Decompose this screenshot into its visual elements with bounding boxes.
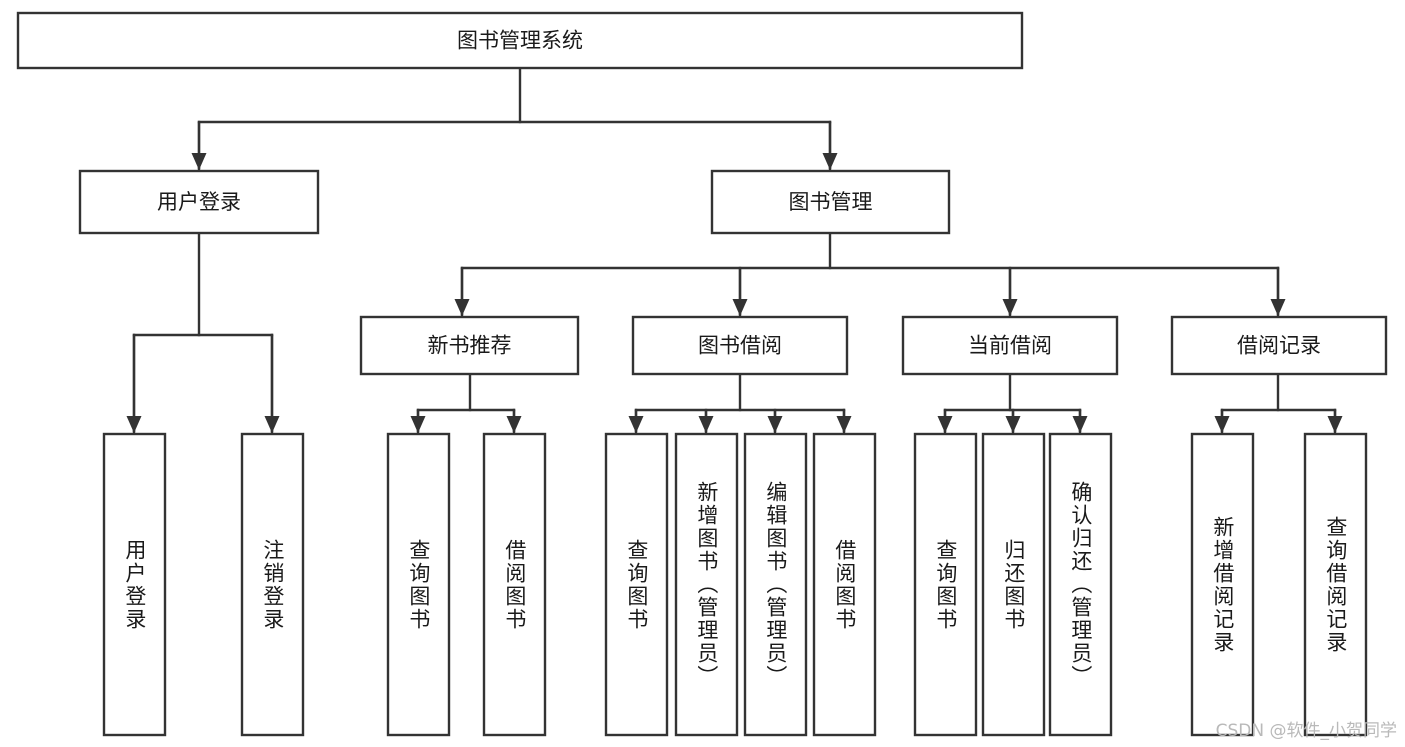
node-box-new-book-recommend[interactable]	[359, 315, 580, 376]
node-box-leaf-add-record[interactable]	[1190, 432, 1255, 737]
arrow-head-icon	[506, 416, 522, 433]
connector-edge-bookmanage-to-level3	[454, 231, 1286, 317]
edges-layer	[126, 66, 1343, 434]
connector-edge-root-to-level2	[191, 66, 838, 171]
boxes-layer	[16, 11, 1388, 737]
watermark-text: CSDN @软件_小贺同学	[1215, 721, 1397, 741]
node-box-leaf-query-book-2[interactable]	[604, 432, 669, 737]
node-box-leaf-confirm-return[interactable]	[1048, 432, 1113, 737]
connector-edge-current-to-leaves	[937, 372, 1088, 434]
node-box-borrow-record[interactable]	[1170, 315, 1388, 376]
arrow-head-icon	[264, 416, 280, 433]
node-label-user-login: 用户登录	[157, 190, 241, 214]
arrow-head-icon	[1214, 416, 1230, 433]
connector-edge-userlogin-to-leaves	[126, 231, 280, 434]
node-label-new-book-recommend: 新书推荐	[428, 334, 512, 358]
connector-edge-record-to-leaves	[1214, 372, 1343, 434]
node-box-leaf-user-login[interactable]	[102, 432, 167, 737]
node-label-borrow-record: 借阅记录	[1237, 334, 1321, 358]
arrow-head-icon	[698, 416, 714, 433]
arrow-head-icon	[1270, 299, 1286, 316]
node-box-book-manage[interactable]	[710, 169, 951, 235]
node-box-root[interactable]	[16, 11, 1024, 70]
node-box-leaf-borrow-book-2[interactable]	[812, 432, 877, 737]
arrow-head-icon	[191, 153, 207, 170]
node-box-leaf-add-book[interactable]	[674, 432, 739, 737]
arrow-head-icon	[732, 299, 748, 316]
node-box-leaf-edit-book[interactable]	[743, 432, 808, 737]
connector-edge-recommend-to-leaves	[410, 372, 522, 434]
arrow-head-icon	[126, 416, 142, 433]
arrow-head-icon	[767, 416, 783, 433]
arrow-head-icon	[1005, 416, 1021, 433]
arrow-head-icon	[822, 153, 838, 170]
node-box-leaf-return-book[interactable]	[981, 432, 1046, 737]
node-box-book-borrow[interactable]	[631, 315, 849, 376]
node-box-leaf-logout[interactable]	[240, 432, 305, 737]
node-label-book-borrow: 图书借阅	[698, 334, 782, 358]
node-label-book-manage: 图书管理	[789, 190, 873, 214]
connector-edge-borrow-to-leaves	[628, 372, 852, 434]
node-box-leaf-query-book-1[interactable]	[386, 432, 451, 737]
node-box-leaf-query-book-3[interactable]	[913, 432, 978, 737]
arrow-head-icon	[454, 299, 470, 316]
arrow-head-icon	[937, 416, 953, 433]
arrow-head-icon	[1327, 416, 1343, 433]
node-label-root: 图书管理系统	[457, 29, 583, 53]
node-box-user-login[interactable]	[78, 169, 320, 235]
arrow-head-icon	[410, 416, 426, 433]
node-box-current-borrow[interactable]	[901, 315, 1119, 376]
arrow-head-icon	[836, 416, 852, 433]
arrow-head-icon	[1002, 299, 1018, 316]
node-box-leaf-borrow-book-1[interactable]	[482, 432, 547, 737]
arrow-head-icon	[1072, 416, 1088, 433]
node-label-current-borrow: 当前借阅	[968, 334, 1052, 358]
arrow-head-icon	[628, 416, 644, 433]
node-box-leaf-query-record[interactable]	[1303, 432, 1368, 737]
